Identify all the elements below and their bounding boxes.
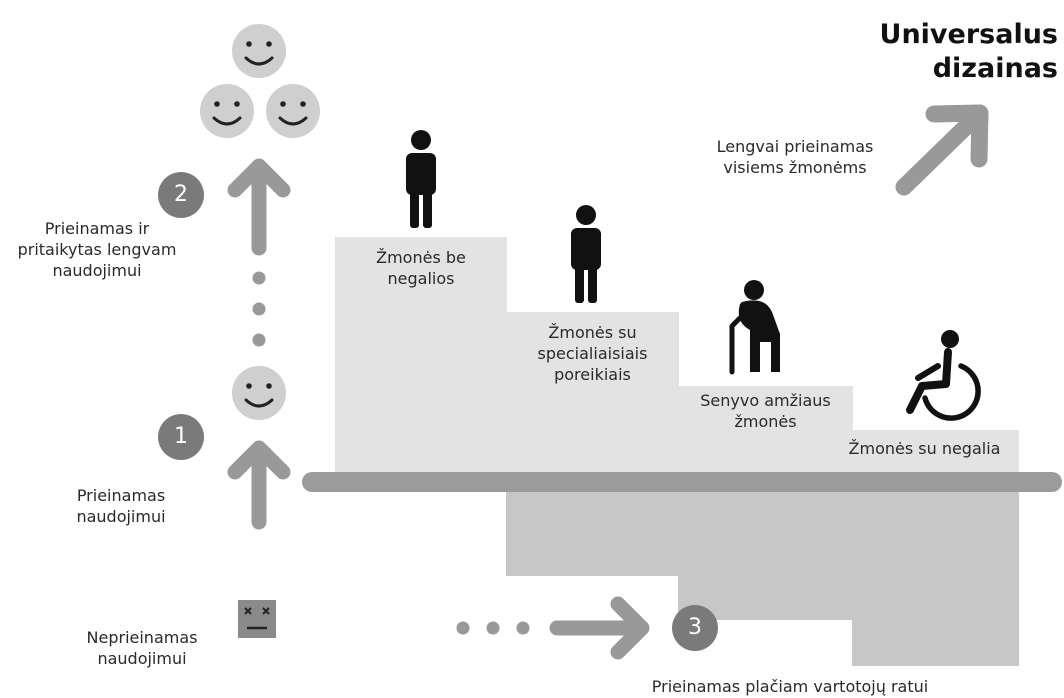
smiley-face-icon — [232, 366, 286, 420]
step-1-caption: Prieinamas naudojimui — [58, 485, 184, 527]
step-1-number: 1 — [174, 424, 188, 449]
caption-line: visiems žmonėms — [723, 158, 867, 177]
universal-caption: Lengvai prieinamas visiems žmonėms — [700, 136, 890, 178]
step-elderly — [678, 386, 853, 486]
dead-face-icon — [238, 600, 276, 638]
step-special-needs — [506, 312, 679, 486]
caption-line: naudojimui — [76, 507, 166, 526]
right-arrow-icon — [549, 596, 650, 660]
up-arrow-icon — [227, 158, 291, 256]
title-line: Universalus — [879, 19, 1058, 50]
step-1-badge — [158, 414, 204, 460]
title-line: dizainas — [932, 53, 1058, 84]
progress-dot — [252, 271, 266, 285]
step-2-caption: Prieinamas ir pritaikytas lengvam naudoj… — [4, 218, 190, 281]
wheelchair-user-icon — [906, 330, 981, 421]
caption-line: Žmonės be — [376, 248, 466, 267]
elderly-person-with-cane-icon — [729, 280, 780, 375]
group-label-disability: Žmonės su negalia — [848, 439, 1001, 458]
caption-line: naudojimui — [52, 261, 142, 280]
caption-line: pritaikytas lengvam — [17, 240, 177, 259]
caption-line: Prieinamas — [76, 486, 166, 505]
inaccessible-caption: Neprieinamas naudojimui — [60, 627, 224, 669]
caption-line: naudojimui — [97, 649, 187, 668]
progress-dot — [516, 621, 530, 635]
step-no-disability — [335, 237, 507, 486]
caption-line: Neprieinamas — [86, 628, 198, 647]
progress-dot — [456, 621, 470, 635]
caption-line: Prieinamas ir — [44, 219, 150, 238]
step-3-number: 3 — [688, 615, 702, 640]
step-2-number: 2 — [174, 182, 188, 207]
smiley-face-icon — [266, 84, 320, 138]
baseline-bar — [302, 472, 1062, 492]
caption-line: žmonės — [734, 412, 797, 431]
caption-line: Senyvo amžiaus — [700, 391, 831, 410]
group-label-elderly: Senyvo amžiaus žmonės — [678, 390, 853, 432]
lower-staircase-shadow — [506, 486, 1019, 666]
step-3-badge — [672, 605, 718, 651]
page-title: Universalus dizainas — [880, 18, 1058, 86]
caption-line: negalios — [387, 269, 455, 288]
standing-person-icon — [406, 130, 436, 228]
step-2-badge — [158, 172, 204, 218]
up-right-arrow-icon — [895, 104, 989, 196]
smiley-face-icon — [200, 84, 254, 138]
group-label-special-needs: Žmonės su specialiaisiais poreikiais — [506, 322, 679, 385]
group-label-no-disability: Žmonės be negalios — [335, 247, 507, 289]
caption-line: Žmonės su — [548, 323, 637, 342]
smiley-face-icon — [232, 24, 286, 78]
progress-dot — [252, 302, 266, 316]
step-3-caption: Prieinamas plačiam vartotojų ratui — [651, 677, 929, 696]
up-arrow-icon — [227, 440, 291, 530]
progress-dot — [252, 333, 266, 347]
caption-line: Lengvai prieinamas — [716, 137, 874, 156]
caption-line: poreikiais — [554, 365, 631, 384]
standing-person-icon — [571, 205, 601, 303]
caption-line: specialiaisiais — [537, 344, 648, 363]
progress-dot — [486, 621, 500, 635]
